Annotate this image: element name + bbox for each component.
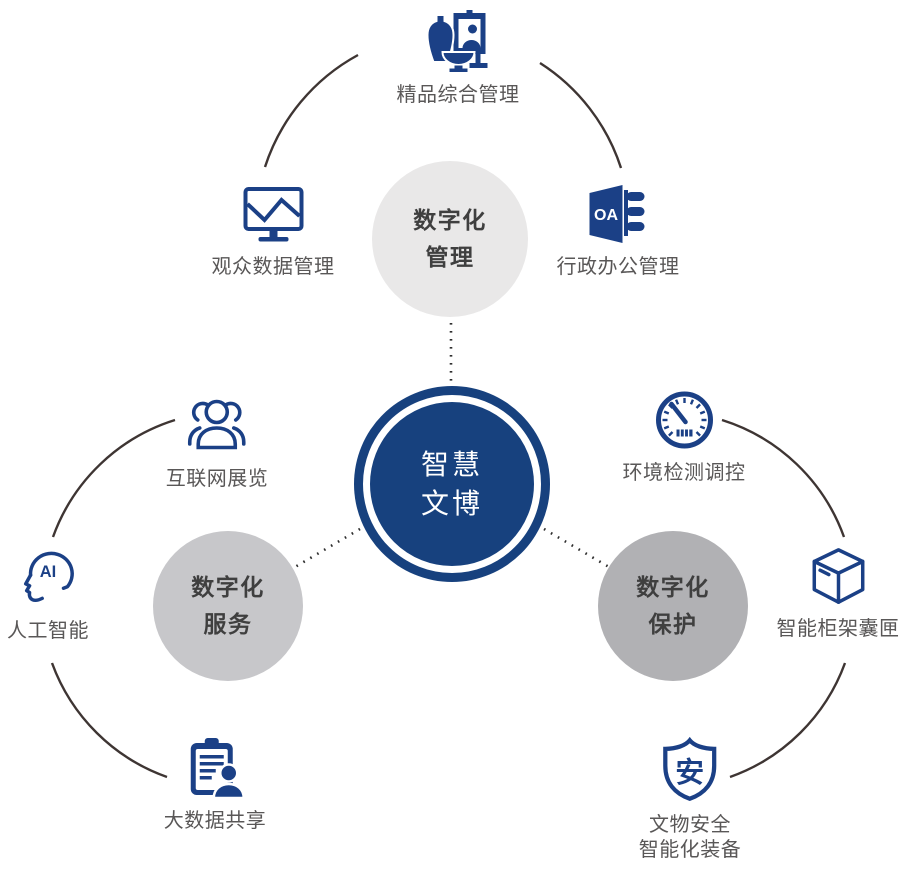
node-label: 精品综合管理 xyxy=(396,84,520,106)
hub-digital-service-label: 数字化 服务 xyxy=(191,574,265,637)
oa-icon-text: OA xyxy=(594,207,618,224)
arc-service-upper xyxy=(51,418,176,538)
clipboard-person-icon xyxy=(183,736,247,800)
node-label: 行政办公管理 xyxy=(556,256,680,278)
hub-digital-management: 数字化 管理 xyxy=(372,161,528,317)
node-label: 大数据共享 xyxy=(163,810,267,832)
node-label: 观众数据管理 xyxy=(211,256,335,278)
node-label: 智能柜架囊匣 xyxy=(776,618,900,640)
node-label: 文物安全 智能化装备 xyxy=(638,814,742,861)
node-label: 互联网展览 xyxy=(165,468,269,490)
security-shield-icon: 安 xyxy=(656,734,724,804)
shield-icon-text: 安 xyxy=(676,757,705,789)
node-big-data-sharing: 大数据共享 xyxy=(164,736,267,834)
ai-head-icon: AI xyxy=(17,548,79,610)
node-office-management: OA 行政办公管理 xyxy=(557,182,680,280)
node-label: 环境检测调控 xyxy=(622,462,746,484)
dotted-center-to-protection xyxy=(543,527,610,569)
arc-management-right xyxy=(539,61,623,169)
node-visitor-data: 观众数据管理 xyxy=(212,182,335,280)
dotted-connectors xyxy=(294,323,610,569)
center-title-line2: 文博 xyxy=(420,488,483,519)
hub-digital-protection: 数字化 保护 xyxy=(598,531,748,681)
museum-artifacts-icon xyxy=(425,10,491,74)
node-label: 人工智能 xyxy=(7,620,89,642)
gauge-icon xyxy=(652,388,716,452)
node-boutique-management: 精品综合管理 xyxy=(397,10,520,108)
people-group-icon xyxy=(185,394,249,458)
center-title-line1: 智慧 xyxy=(420,449,483,480)
node-artificial-intelligence: AI 人工智能 xyxy=(7,548,89,644)
arc-protection-lower xyxy=(729,662,847,779)
cube-box-icon xyxy=(807,546,869,608)
monitor-chart-icon xyxy=(241,182,305,246)
center-title: 智慧 文博 xyxy=(421,445,483,523)
node-environment-monitoring: 环境检测调控 xyxy=(623,388,746,486)
hub-digital-management-label: 数字化 管理 xyxy=(413,207,487,270)
center-circle: 智慧 文博 xyxy=(354,386,550,582)
hub-digital-service: 数字化 服务 xyxy=(153,531,303,681)
oa-office-icon: OA xyxy=(586,182,650,246)
arc-protection-upper xyxy=(721,418,846,538)
node-internet-exhibition: 互联网展览 xyxy=(166,394,269,492)
node-smart-cabinet: 智能柜架囊匣 xyxy=(777,546,900,642)
center-circle-ring: 智慧 文博 xyxy=(363,395,541,573)
hub-digital-protection-label: 数字化 保护 xyxy=(636,574,710,637)
dotted-center-to-service xyxy=(294,527,361,569)
arc-management-left xyxy=(263,53,359,168)
orbit-arcs xyxy=(50,53,847,779)
node-relic-safety: 安 文物安全 智能化装备 xyxy=(639,734,742,863)
ai-icon-text: AI xyxy=(40,563,56,581)
arc-service-lower xyxy=(50,662,168,779)
